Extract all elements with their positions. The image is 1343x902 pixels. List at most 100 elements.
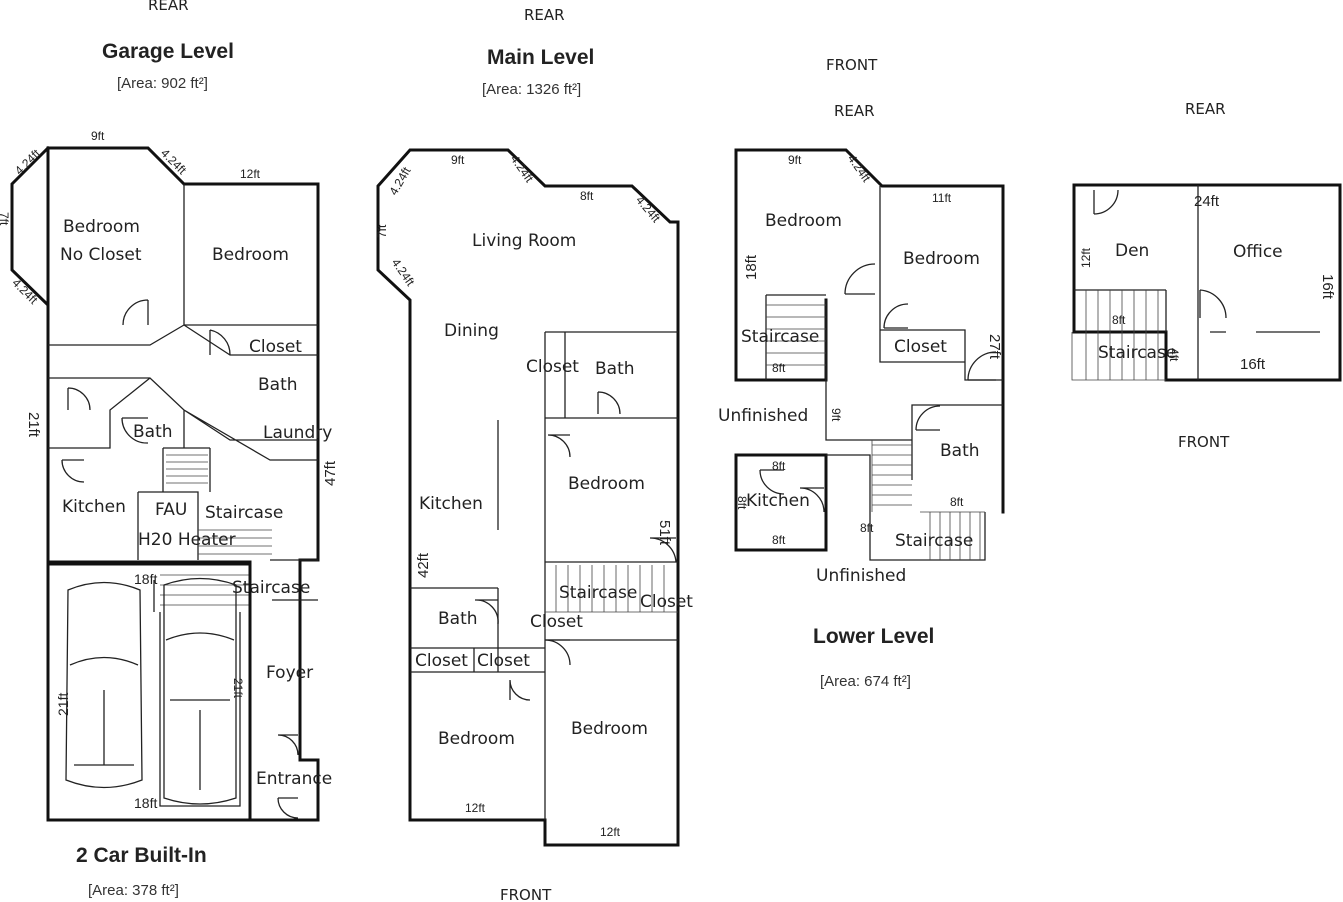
garage-outer-wall-left <box>10 145 51 564</box>
lower-dim-8ft-f: 8ft <box>735 496 749 510</box>
upper-dim-24ft: 24ft <box>1194 193 1220 210</box>
garage-dim-9ft: 9ft <box>91 129 105 143</box>
lower-dim-9ft: 9ft <box>788 153 802 167</box>
lower-rear-label: REAR <box>834 102 875 120</box>
carport-title: 2 Car Built-In <box>76 844 207 867</box>
main-room-bath-2: Bath <box>438 609 478 629</box>
garage-dim-424-a: 4.24ft <box>12 146 44 178</box>
garage-dim-21ft: 21ft <box>25 412 42 438</box>
main-dim-424-b: 4.24ft <box>508 152 537 185</box>
lower-level-title: Lower Level <box>813 625 934 648</box>
garage-room-bath-2: Bath <box>133 422 173 442</box>
carport-dim-18ft-bottom: 18ft <box>134 795 157 811</box>
carport-dim-18ft-top: 18ft <box>134 571 157 587</box>
carport-dim-21ft-b: 21ft <box>231 678 245 699</box>
main-level-title: Main Level <box>487 46 594 69</box>
garage-room-bedroom-2: Bedroom <box>212 245 289 265</box>
lower-dim-11ft: 11ft <box>932 191 952 205</box>
garage-level-title: Garage Level <box>102 40 234 63</box>
lower-room-bedroom-1: Bedroom <box>765 211 842 231</box>
garage-room-bedroom-1: Bedroom <box>63 217 140 237</box>
lower-dim-18ft: 18ft <box>743 254 760 280</box>
upper-dim-8ft: 8ft <box>1112 313 1126 327</box>
main-room-bedroom-3: Bedroom <box>571 719 648 739</box>
main-level-plan: REAR Main Level [Area: 1326 ft²] Living … <box>375 6 693 902</box>
lower-room-bath: Bath <box>940 441 980 461</box>
main-room-living-room: Living Room <box>472 231 576 251</box>
lower-room-staircase-1: Staircase <box>741 327 819 347</box>
main-room-bedroom-1: Bedroom <box>568 474 645 494</box>
main-room-bedroom-2: Bedroom <box>438 729 515 749</box>
lower-level-area: [Area: 674 ft²] <box>820 673 911 690</box>
upper-rear-label: REAR <box>1185 100 1226 118</box>
upper-dim-12ft: 12ft <box>1079 247 1093 268</box>
carport-outer-wall <box>46 562 252 822</box>
garage-room-closet: Closet <box>249 337 302 357</box>
garage-room-foyer: Foyer <box>266 663 313 683</box>
upper-staircase-treads <box>1071 290 1166 381</box>
main-front-label: FRONT <box>500 886 552 902</box>
lower-dim-9ft-b: 9ft <box>829 408 843 422</box>
upper-room-staircase: Staircase <box>1098 343 1176 363</box>
car-2-outline <box>163 577 237 805</box>
lower-room-closet: Closet <box>894 337 947 357</box>
lower-room-bedroom-2: Bedroom <box>903 249 980 269</box>
main-dim-424-a: 4.24ft <box>386 164 413 198</box>
lower-dim-8ft-e: 8ft <box>950 495 964 509</box>
main-outer-wall <box>376 148 680 847</box>
main-dim-8ft: 8ft <box>580 189 594 203</box>
upper-room-den: Den <box>1115 241 1149 261</box>
main-dim-42ft: 42ft <box>415 552 432 578</box>
upper-level-plan: REAR Den Office Staircase 24ft 12ft 16ft… <box>1071 100 1342 451</box>
lower-front-label: FRONT <box>826 56 878 74</box>
main-rear-label: REAR <box>524 6 565 24</box>
main-dim-12ft-a: 12ft <box>465 801 486 815</box>
garage-room-bath-1: Bath <box>258 375 298 395</box>
upper-room-office: Office <box>1233 242 1283 262</box>
upper-dim-16ft-b: 16ft <box>1240 356 1266 373</box>
garage-room-entrance: Entrance <box>256 769 332 789</box>
carport-area: [Area: 378 ft²] <box>88 882 179 899</box>
lower-dim-8ft-b: 8ft <box>772 459 786 473</box>
lower-dim-8ft-d: 8ft <box>860 521 874 535</box>
garage-room-kitchen: Kitchen <box>62 497 126 517</box>
lower-interior-walls <box>765 186 1003 561</box>
lower-room-staircase-2: Staircase <box>895 531 973 551</box>
garage-dim-12ft: 12ft <box>240 167 261 181</box>
main-room-closet-5: Closet <box>477 651 530 671</box>
upper-dim-4ft: 4ft <box>1167 348 1181 362</box>
main-room-closet-3: Closet <box>530 612 583 632</box>
upper-interior-walls <box>1074 185 1320 380</box>
garage-dim-47ft: 47ft <box>322 460 339 486</box>
main-dim-7ft: 7ft <box>375 224 389 238</box>
main-door-swings <box>474 391 677 701</box>
main-room-staircase: Staircase <box>559 583 637 603</box>
garage-interior-walls <box>48 184 318 601</box>
lower-dim-8ft-c: 8ft <box>772 533 786 547</box>
carport-dim-21ft: 21ft <box>55 693 71 716</box>
lower-door-swings <box>759 263 997 513</box>
garage-dim-424-c: 4.24ft <box>9 276 41 308</box>
main-room-closet-2: Closet <box>640 592 693 612</box>
lower-staircase-treads <box>766 304 985 560</box>
garage-room-staircase-1: Staircase <box>205 503 283 523</box>
upper-dim-16ft-a: 16ft <box>1319 274 1336 300</box>
main-staircase-treads <box>545 565 678 613</box>
garage-room-no-closet: No Closet <box>60 245 142 265</box>
main-room-closet-4: Closet <box>415 651 468 671</box>
garage-room-staircase-2: Staircase <box>232 578 310 598</box>
garage-level-area: [Area: 902 ft²] <box>117 75 208 92</box>
lower-room-unfinished-1: Unfinished <box>718 406 808 426</box>
main-room-closet-1: Closet <box>526 357 579 377</box>
main-dim-12ft-b: 12ft <box>600 825 621 839</box>
lower-level-plan: FRONT REAR Bedroom Bedroom Staircase Clo… <box>718 56 1005 690</box>
main-room-dining: Dining <box>444 321 499 341</box>
main-room-bath-1: Bath <box>595 359 635 379</box>
main-interior-walls <box>410 331 678 820</box>
upper-door-swings <box>1093 189 1227 319</box>
lower-room-kitchen: Kitchen <box>746 491 810 511</box>
garage-rear-label: REAR <box>148 0 189 14</box>
garage-room-laundry: Laundry <box>263 423 332 443</box>
lower-dim-27ft: 27ft <box>986 334 1003 360</box>
